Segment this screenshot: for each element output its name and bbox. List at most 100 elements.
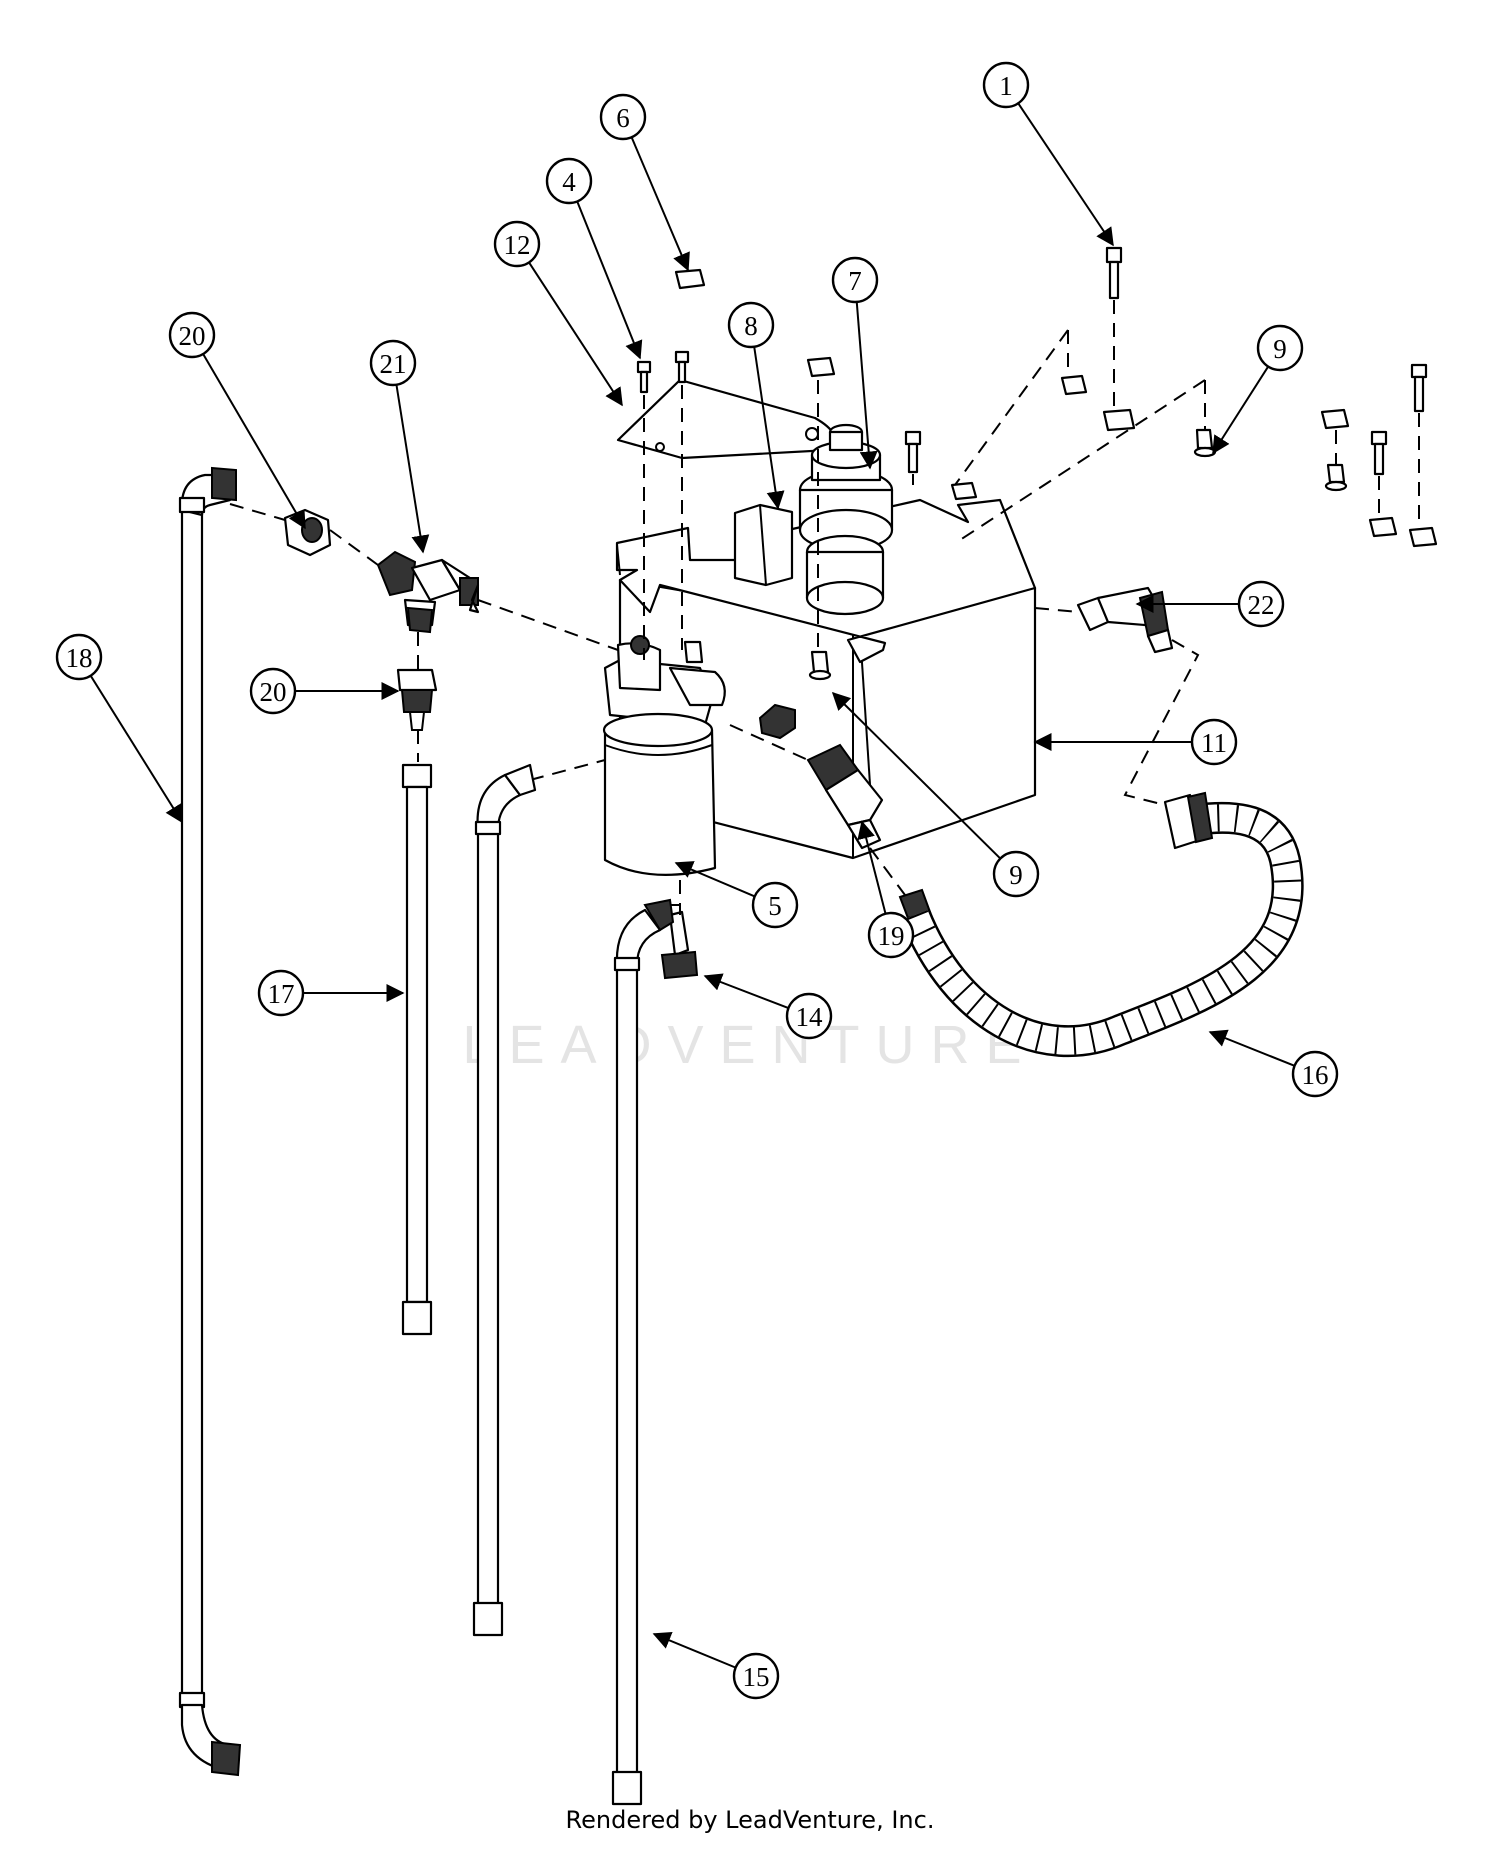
callout-number: 5 [768,891,782,921]
callout-circle [727,301,775,349]
leader-line-c9b [831,691,1002,860]
leader-line-c1 [1017,102,1114,247]
mounting-bracket [616,378,837,460]
callout-leaders [89,102,1295,1669]
callout-circle [732,1652,780,1700]
elbow-fitting-right [1076,586,1174,654]
callout-number: 16 [1302,1060,1329,1090]
callout-number: 22 [1248,590,1275,620]
callout-circle [1190,718,1238,766]
callout-number: 1 [999,71,1013,101]
callout-c6: 6 [599,93,647,141]
callout-number: 17 [268,979,295,1009]
callout-c4: 4 [545,157,593,205]
filler-cap [798,423,894,552]
callout-number: 15 [743,1662,770,1692]
callout-circle [493,220,541,268]
hose-16 [898,791,1304,1058]
callout-c9a: 9 [1256,324,1304,372]
callout-circle [168,311,216,359]
callout-c20b: 20 [249,667,297,715]
callout-c19: 19 [867,911,915,959]
callout-circle [545,157,593,205]
hose-middle [472,763,537,1637]
hose-18 [178,466,242,1777]
callout-c12: 12 [493,220,541,268]
leader-line-c9a [1212,366,1270,455]
callout-circle [1291,1050,1339,1098]
leader-line-c14 [703,973,789,1010]
callout-number: 9 [1273,334,1287,364]
hydraulic-filter [602,712,717,876]
callout-c22: 22 [1237,580,1285,628]
drain-plug [660,910,699,980]
leader-line-c7 [855,301,878,470]
callout-number: 7 [848,266,862,296]
callout-c15: 15 [732,1652,780,1700]
filler-neck [805,534,885,616]
callout-c16: 16 [1291,1050,1339,1098]
callout-number: 12 [504,230,531,260]
callout-number: 18 [66,643,93,673]
tank-plug-fitting [758,703,796,740]
callout-circle [867,911,915,959]
callout-number: 20 [179,321,206,351]
callout-circle [1256,324,1304,372]
callout-number: 14 [796,1002,824,1032]
leader-line-c21 [395,384,430,554]
callout-circle [831,256,879,304]
adapter-fitting-upper [283,508,332,557]
callout-number: 19 [878,921,905,951]
callout-c9b: 9 [992,850,1040,898]
leader-line-c12 [528,261,623,407]
callout-circle [55,633,103,681]
callout-number: 8 [744,311,758,341]
leader-line-c18 [89,675,183,824]
leader-line-c4 [576,201,643,360]
callout-circle [249,667,297,715]
callout-c18: 18 [55,633,103,681]
callout-circle [751,881,799,929]
leader-line-c6 [630,136,690,272]
callout-c11: 11 [1190,718,1238,766]
callout-c21: 21 [369,339,417,387]
leader-line-c5 [674,861,756,898]
tee-fitting [376,550,480,634]
callout-number: 21 [380,349,407,379]
callout-number: 9 [1009,860,1023,890]
callout-c1: 1 [982,61,1030,109]
callout-number: 4 [562,167,576,197]
callout-circle [369,339,417,387]
callout-number: 6 [616,103,630,133]
leader-line-c19 [857,820,887,914]
adapter-fitting-lower [396,668,438,731]
callout-c7: 7 [831,256,879,304]
sight-gauge-block [733,503,794,587]
callout-number: 11 [1201,728,1227,758]
callout-number: 20 [260,677,287,707]
callout-circle [1237,580,1285,628]
filter-head [603,635,726,727]
callout-c14: 14 [785,992,833,1040]
leader-line-c16 [1208,1029,1295,1067]
callout-circle [992,850,1040,898]
callout-circle [599,93,647,141]
callout-c8: 8 [727,301,775,349]
assembly-lines [229,300,1420,915]
callout-circle [257,969,305,1017]
callout-circle [982,61,1030,109]
callout-c20a: 20 [168,311,216,359]
watermark-text: LEADVENTURE [462,1015,1037,1075]
leader-line-c15 [652,1631,737,1669]
callout-circle [785,992,833,1040]
footer-credit: Rendered by LeadVenture, Inc. [565,1806,935,1834]
leader-line-c8 [753,346,785,510]
callout-c17: 17 [257,969,305,1017]
leader-line-c20a [202,353,306,530]
hardware-fasteners [636,246,1438,681]
callout-c5: 5 [751,881,799,929]
hose-17 [401,763,433,1336]
hose-15 [611,898,675,1806]
